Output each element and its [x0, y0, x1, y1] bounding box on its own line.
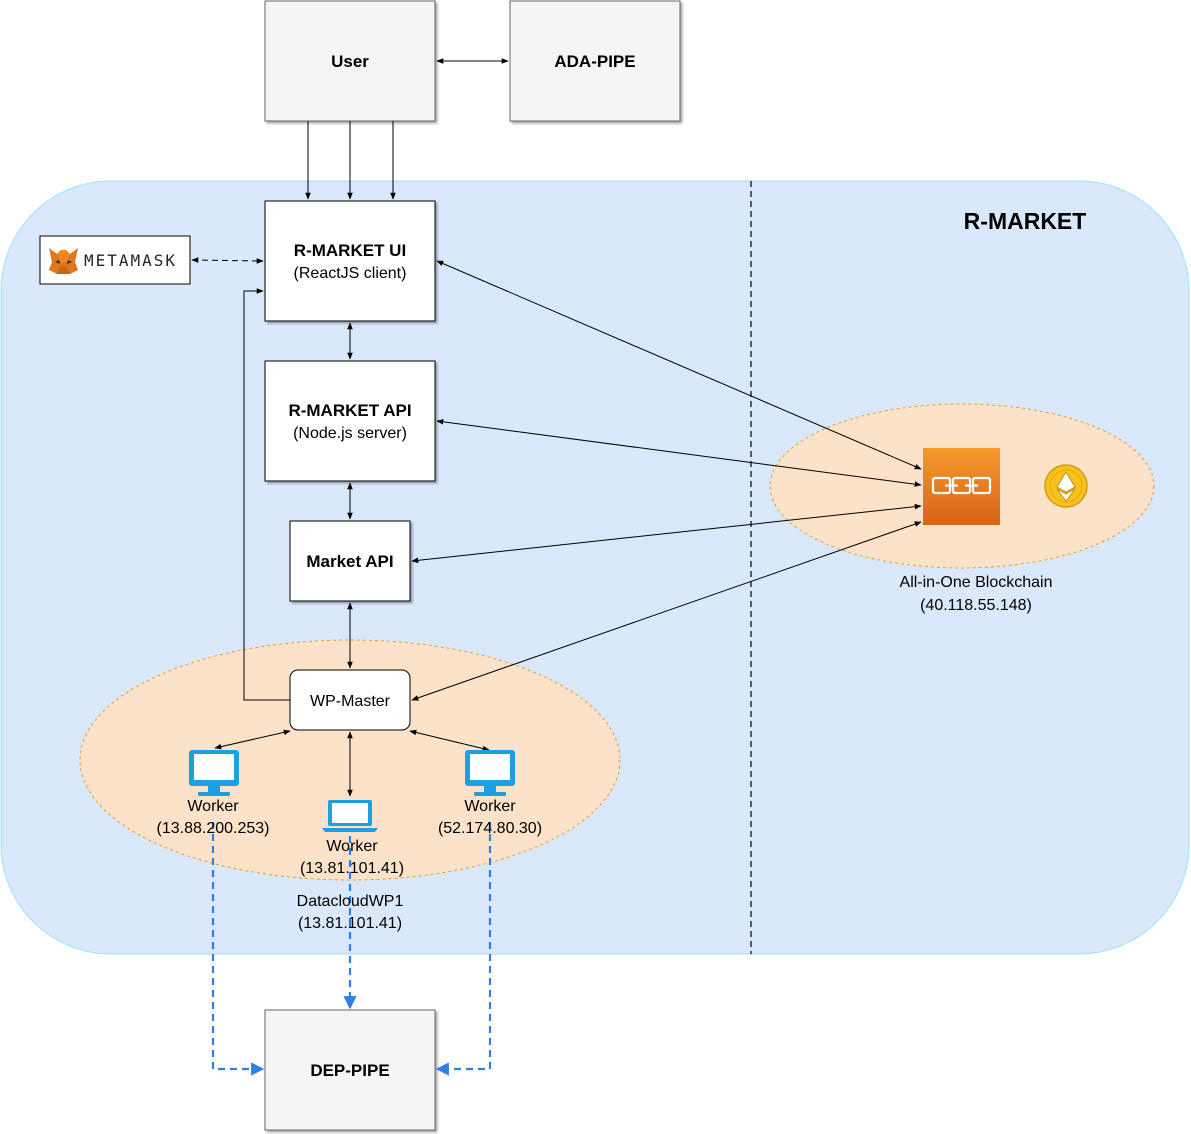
wpmaster-worker3-connector	[409, 729, 490, 752]
metamask-ui-connector	[191, 257, 264, 264]
worker3-dep-connector	[435, 822, 492, 1076]
blockchain-ip: (40.118.55.148)	[920, 597, 1032, 614]
dep-pipe-label: DEP-PIPE	[310, 1061, 389, 1080]
ada-pipe-label: ADA-PIPE	[554, 52, 635, 71]
api-blockchain-connector	[436, 419, 922, 487]
wp-master-label: WP-Master	[310, 693, 391, 710]
r-market-ui-subtitle: (ReactJS client)	[294, 265, 407, 282]
r-market-title: R-MARKET	[964, 208, 1087, 234]
r-market-ui-box[interactable]: R-MARKET UI (ReactJS client)	[264, 200, 436, 322]
worker3-ip: (52.174.80.30)	[438, 820, 542, 837]
blockchain-icon	[923, 448, 1000, 525]
metamask-label: METAMASK	[84, 251, 177, 270]
desktop-icon	[465, 750, 515, 796]
r-market-ui-title: R-MARKET UI	[294, 241, 406, 260]
worker1-dep-connector	[211, 822, 265, 1076]
worker2-ip: (13.81.101.41)	[300, 860, 404, 877]
desktop-icon	[189, 750, 239, 796]
metamask-logo: METAMASK	[39, 235, 191, 285]
wpmaster-blockchain-connector	[411, 521, 922, 701]
market-api-label: Market API	[306, 552, 393, 571]
laptop-icon	[322, 800, 378, 832]
metamask-fox-icon	[49, 248, 78, 274]
dep-pipe-box[interactable]: DEP-PIPE	[264, 1009, 436, 1131]
worker1-ip: (13.88.200.253)	[157, 820, 270, 837]
wpmaster-worker1-connector	[214, 729, 291, 750]
r-market-api-box[interactable]: R-MARKET API (Node.js server)	[264, 360, 436, 482]
worker3-label: Worker	[464, 798, 516, 815]
user-label: User	[331, 52, 369, 71]
worker1-label: Worker	[187, 798, 239, 815]
cluster-ip: (13.81.101.41)	[298, 915, 402, 932]
ada-pipe-box[interactable]: ADA-PIPE	[509, 0, 681, 122]
user-box[interactable]: User	[264, 0, 436, 122]
worker2-label: Worker	[326, 838, 378, 855]
r-market-api-subtitle: (Node.js server)	[293, 425, 407, 442]
cluster-name: DatacloudWP1	[297, 893, 404, 910]
wp-master-box[interactable]: WP-Master	[289, 669, 411, 731]
blockchain-name: All-in-One Blockchain	[900, 574, 1053, 591]
wpmaster-ui-connector	[243, 288, 290, 701]
market-api-box[interactable]: Market API	[289, 520, 411, 602]
r-market-api-title: R-MARKET API	[288, 401, 411, 420]
ethereum-icon	[1044, 464, 1088, 508]
